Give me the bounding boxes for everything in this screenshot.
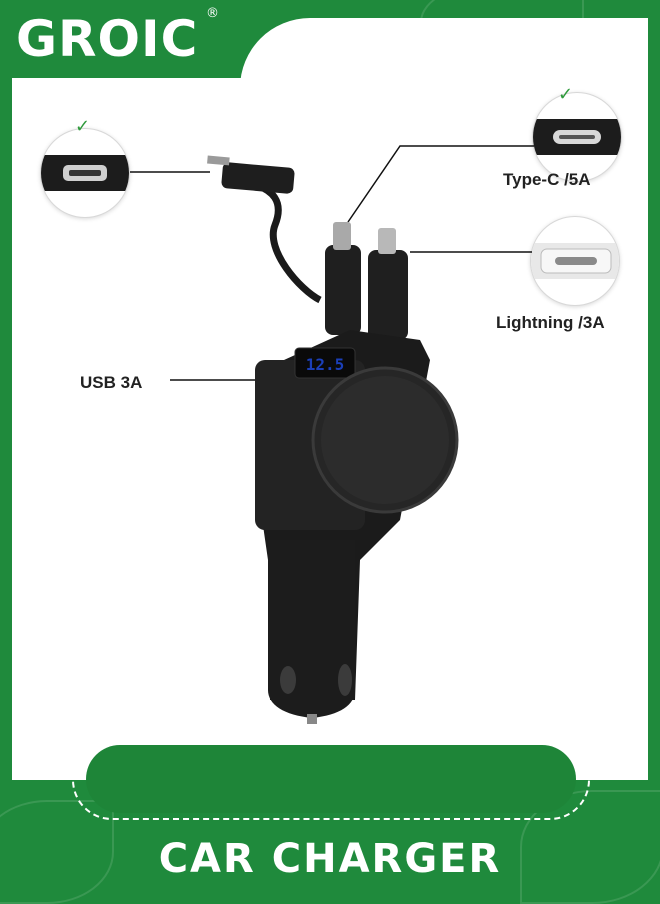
callout-lines: [130, 145, 534, 381]
checkmark-icon: ✓: [558, 84, 574, 105]
lightning-label: Lightning /3A: [496, 313, 605, 332]
lightning-port-icon: [531, 243, 619, 279]
header-curve: [240, 18, 648, 88]
micro-usb-detail: [40, 128, 130, 218]
type-c-plug: [325, 245, 361, 335]
brand-name: GROIC: [16, 10, 199, 68]
type-c-detail: [532, 92, 622, 182]
cable: [256, 182, 322, 304]
lightning-plug: [368, 250, 408, 340]
type-c-label: Type-C /5A: [503, 170, 591, 189]
micro-usb-head: [221, 162, 295, 194]
type-c-port-icon: [533, 119, 621, 155]
usb-label: USB 3A: [80, 373, 143, 392]
lightning-detail: [530, 216, 620, 306]
checkmark-icon: ✓: [75, 116, 91, 137]
display-value: 12.5: [306, 355, 345, 374]
led-display: [294, 347, 356, 379]
leaf-decoration: [520, 790, 660, 904]
micro-usb-port-icon: [41, 155, 129, 191]
brand-logo: GROIC: [16, 10, 198, 68]
car-charger-illustration: 12.5: [130, 145, 534, 724]
registered-mark: ®: [206, 6, 219, 21]
product-title: CAR CHARGER: [158, 836, 502, 882]
banner: [86, 745, 576, 813]
leaf-decoration: [0, 800, 114, 904]
banner-outline: [72, 738, 590, 820]
